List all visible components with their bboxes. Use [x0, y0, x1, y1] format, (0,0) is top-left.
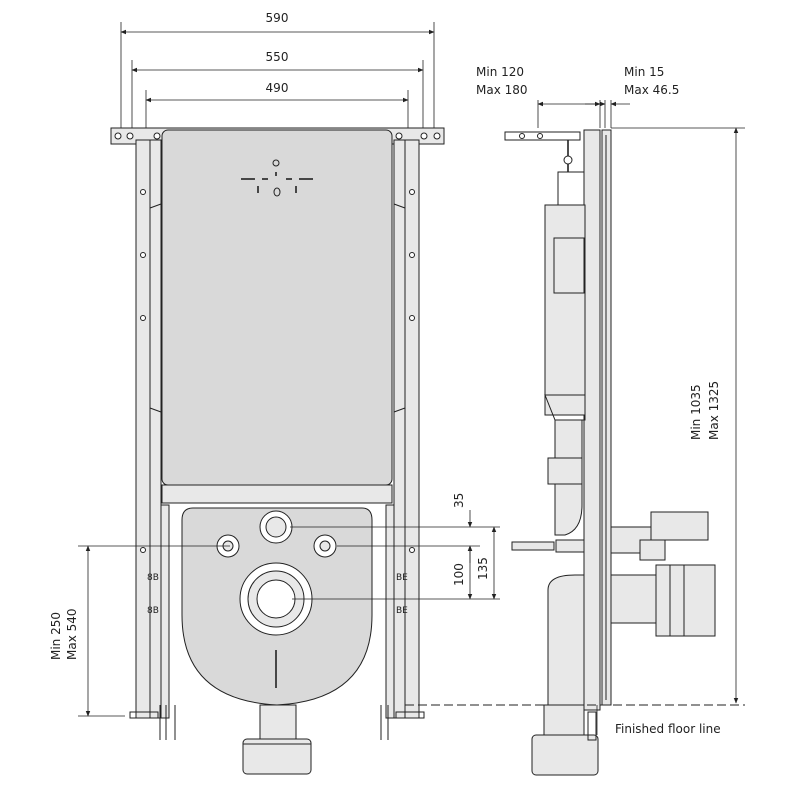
svg-text:8B: 8B	[147, 606, 159, 616]
svg-text:BE: BE	[396, 606, 408, 616]
outlet-height-max: Max 540	[65, 608, 79, 660]
right-upright	[404, 139, 420, 719]
side-inlet	[511, 541, 555, 551]
panel-max: Max 46.5	[624, 83, 679, 97]
svg-text:8B: 8B	[147, 573, 159, 583]
side-cistern	[544, 204, 586, 416]
offset-100: 100	[452, 563, 466, 586]
outlet-height-min: Min 250	[49, 612, 63, 660]
svg-text:BE: BE	[396, 573, 408, 583]
width-dimensions	[120, 22, 435, 135]
depth-min: Min 120	[476, 65, 524, 79]
left-upright	[135, 139, 151, 719]
feet	[129, 705, 425, 740]
depth-max: Max 180	[476, 83, 528, 97]
offset-135: 135	[476, 557, 490, 580]
front-view: 590 550 490	[49, 11, 500, 775]
panel-min: Min 15	[624, 65, 664, 79]
offset-35: 35	[452, 493, 466, 508]
height-max: Max 1325	[707, 381, 721, 440]
floor-line-label: Finished floor line	[615, 722, 721, 736]
upright-holes	[140, 189, 415, 553]
left-upright-inner	[149, 139, 162, 719]
waste-pipe	[610, 574, 657, 624]
dim-550: 550	[266, 50, 289, 64]
lower-frame	[161, 484, 393, 504]
side-view: Min 120 Max 180 Min 15 Max 46.5	[405, 65, 745, 776]
dim-590: 590	[266, 11, 289, 25]
cistern	[161, 129, 393, 486]
right-upright-inner	[393, 139, 406, 719]
dim-490: 490	[266, 81, 289, 95]
side-frame	[583, 129, 601, 711]
height-min: Min 1035	[689, 384, 703, 440]
rail-holes	[114, 132, 441, 140]
flush-plate-marks	[241, 159, 313, 197]
drain-pipe	[259, 704, 297, 740]
